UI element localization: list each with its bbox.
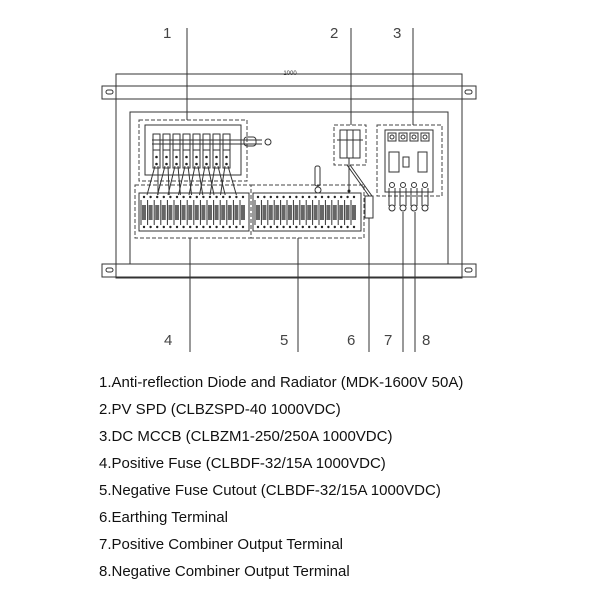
output-terminal [422, 182, 428, 188]
fuse [275, 205, 280, 220]
callout-5: 5 [280, 332, 288, 349]
fuse [294, 205, 299, 220]
fuse [320, 205, 324, 220]
mounting-slots [105, 89, 473, 273]
pv-spd [333, 124, 367, 193]
callout-3: 3 [393, 25, 401, 42]
fuse [288, 205, 292, 220]
diode [202, 133, 211, 169]
negative-fuse-row [250, 184, 365, 239]
callout-4: 4 [164, 332, 172, 349]
fuse [214, 205, 219, 220]
fuse [227, 205, 232, 220]
wire [146, 165, 156, 196]
fuse [168, 205, 173, 220]
fuse [326, 205, 331, 220]
fuse [188, 205, 193, 220]
fuse [175, 205, 179, 220]
legend-item-3: 3.DC MCCB (CLBZM1-250/250A 1000VDC) [99, 428, 393, 445]
callout-2: 2 [330, 25, 338, 42]
legend-item-8: 8.Negative Combiner Output Terminal [99, 563, 350, 580]
terminal-lug [421, 204, 429, 212]
callout-8: 8 [422, 332, 430, 349]
fuse [339, 205, 344, 220]
wire [227, 165, 237, 196]
wire [167, 165, 176, 196]
fuse [142, 205, 146, 220]
diode-to-fuse-wires [146, 165, 237, 196]
fuse [262, 205, 267, 220]
bottom-mounting-rail [101, 263, 477, 278]
wire [220, 165, 226, 196]
fuse [352, 205, 356, 220]
fuse [268, 205, 273, 220]
wire [187, 165, 193, 196]
wire [178, 165, 186, 196]
fuse [155, 205, 160, 220]
dc-mccb [376, 124, 443, 212]
callout-1: 1 [163, 25, 171, 42]
wire [209, 165, 216, 196]
wire [157, 165, 166, 196]
positive-fuse-row [134, 184, 252, 239]
diode [172, 133, 181, 169]
wire [217, 165, 226, 196]
output-terminal [400, 182, 406, 188]
component-legend: 1.Anti-reflection Diode and Radiator (MD… [99, 372, 463, 588]
callout-7: 7 [384, 332, 392, 349]
diode [192, 133, 201, 169]
callout-6: 6 [347, 332, 355, 349]
diode-radiator-module [138, 119, 272, 182]
wire [207, 165, 215, 196]
dimension-label: 1000 [283, 71, 297, 77]
diode [222, 133, 231, 169]
enclosure-outline [115, 73, 463, 279]
fuse [345, 205, 350, 220]
wire [199, 165, 206, 196]
fuse [300, 205, 305, 220]
fuse [201, 205, 206, 220]
legend-item-6: 6.Earthing Terminal [99, 509, 228, 526]
callout-leaders [186, 28, 416, 352]
wire [197, 165, 204, 196]
output-terminal [411, 182, 417, 188]
fuse [234, 205, 239, 220]
legend-item-1: 1.Anti-reflection Diode and Radiator (MD… [99, 374, 464, 391]
diode [152, 133, 161, 169]
fuse [221, 205, 226, 220]
diode [162, 133, 171, 169]
top-mounting-rail [101, 85, 477, 100]
wire [188, 165, 196, 196]
mounting-plate [129, 111, 449, 265]
fuse [241, 205, 245, 220]
fuse [161, 205, 166, 220]
terminal-lug [399, 204, 407, 212]
fuse [208, 205, 212, 220]
legend-item-5: 5.Negative Fuse Cutout (CLBDF-32/15A 100… [99, 482, 441, 499]
fuse [307, 205, 312, 220]
fuse [181, 205, 186, 220]
diode [212, 133, 221, 169]
fuse [256, 205, 260, 220]
fuse [281, 205, 286, 220]
fuse [313, 205, 318, 220]
fuse [194, 205, 199, 220]
terminal-lug [410, 204, 418, 212]
legend-item-7: 7.Positive Combiner Output Terminal [99, 536, 343, 553]
fuse [148, 205, 153, 220]
terminal-lug [388, 204, 396, 212]
legend-item-2: 2.PV SPD (CLBZSPD-40 1000VDC) [99, 401, 341, 418]
fuse [332, 205, 337, 220]
legend-item-4: 4.Positive Fuse (CLBDF-32/15A 1000VDC) [99, 455, 386, 472]
diode [182, 133, 191, 169]
output-terminal [389, 182, 395, 188]
